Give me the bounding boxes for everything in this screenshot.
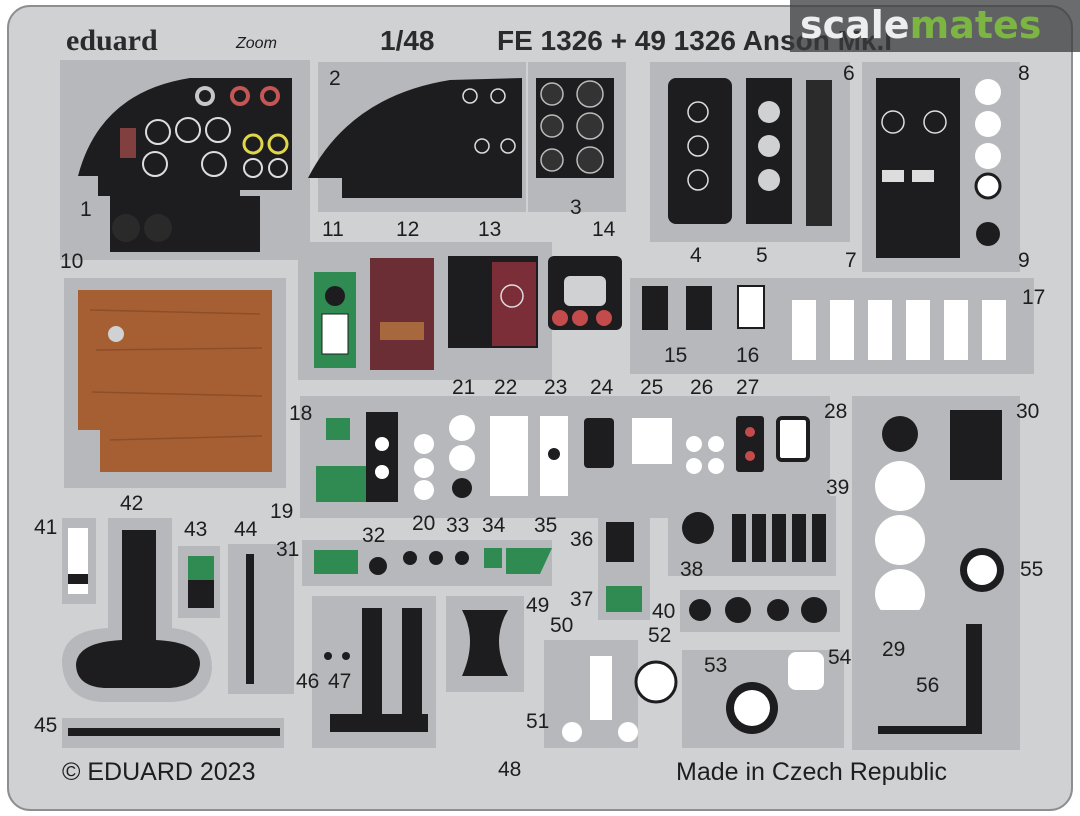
- part-label-37: 37: [570, 588, 593, 611]
- part-label-32: 32: [362, 524, 385, 547]
- part-label-4: 4: [690, 244, 702, 267]
- part-label-1: 1: [80, 198, 92, 221]
- part-label-7: 7: [845, 249, 857, 272]
- part-label-21: 21: [452, 376, 475, 399]
- footer: © EDUARD 2023 Made in Czech Republic: [62, 758, 947, 786]
- parts-31-35: [302, 540, 552, 586]
- parts-36-40: [598, 496, 840, 632]
- made-in-text: Made in Czech Republic: [676, 758, 947, 786]
- part-label-25: 25: [640, 376, 663, 399]
- brand-logo: eduard: [66, 24, 158, 57]
- part-label-49: 49: [526, 594, 549, 617]
- part-label-48: 48: [498, 758, 521, 781]
- parts-layer: [60, 60, 1034, 750]
- watermark-scale: scale: [800, 3, 910, 47]
- part-label-51: 51: [526, 710, 549, 733]
- parts-55-56: [852, 540, 1020, 750]
- parts-8-9: [862, 62, 1020, 272]
- parts-29-30: [852, 396, 1020, 632]
- part-label-15: 15: [664, 344, 687, 367]
- part-label-40: 40: [652, 600, 675, 623]
- part-label-29: 29: [882, 638, 905, 661]
- part-label-10: 10: [60, 250, 83, 273]
- parts-50-54: [544, 640, 844, 748]
- scalemates-watermark: scalemates: [790, 0, 1080, 52]
- part-label-34: 34: [482, 514, 506, 537]
- part-label-50: 50: [550, 614, 573, 637]
- part-label-55: 55: [1020, 558, 1043, 581]
- part-label-28: 28: [824, 400, 847, 423]
- part-label-24: 24: [590, 376, 614, 399]
- svg-text:scalemates: scalemates: [800, 3, 1041, 47]
- part-label-36: 36: [570, 528, 593, 551]
- part-label-6: 6: [843, 62, 855, 85]
- parts-15-17: [630, 278, 1034, 374]
- part-label-13: 13: [478, 218, 501, 241]
- part-label-53: 53: [704, 654, 727, 677]
- part-label-19: 19: [270, 500, 293, 523]
- part-label-35: 35: [534, 514, 557, 537]
- part-label-26: 26: [690, 376, 713, 399]
- part-label-44: 44: [234, 518, 258, 541]
- watermark-backdrop: [790, 0, 1080, 52]
- part-label-11: 11: [322, 218, 344, 241]
- part-label-27: 27: [736, 376, 759, 399]
- parts-11-14: [298, 242, 622, 380]
- parts-18-28: [300, 396, 830, 518]
- part-label-56: 56: [916, 674, 939, 697]
- part-number-labels: 1 2 3 4 5 6 7 8 9 10 11 12 13 14 15 16 1…: [34, 62, 1045, 781]
- part-label-16: 16: [736, 344, 759, 367]
- parts-41-45: [62, 518, 294, 748]
- part-1-instrument-panel: [60, 60, 310, 260]
- part-label-38: 38: [680, 558, 703, 581]
- part-label-3: 3: [570, 196, 582, 219]
- part-label-39: 39: [826, 476, 849, 499]
- part-label-45: 45: [34, 714, 57, 737]
- part-label-9: 9: [1018, 249, 1030, 272]
- part-label-54: 54: [828, 646, 852, 669]
- part-label-41: 41: [34, 516, 57, 539]
- part-label-12: 12: [396, 218, 419, 241]
- part-10-wood-floor: [64, 278, 286, 488]
- part-label-42: 42: [120, 492, 143, 515]
- part-label-22: 22: [494, 376, 517, 399]
- part-label-30: 30: [1016, 400, 1039, 423]
- part-label-14: 14: [592, 218, 616, 241]
- part-label-52: 52: [648, 624, 671, 647]
- copyright-text: © EDUARD 2023: [62, 758, 256, 786]
- part-49-bowtie: [446, 596, 524, 692]
- part-label-47: 47: [328, 670, 351, 693]
- part-label-5: 5: [756, 244, 768, 267]
- part-label-18: 18: [289, 402, 312, 425]
- part-label-8: 8: [1018, 62, 1030, 85]
- scale-label: 1/48: [380, 25, 435, 56]
- part-label-31: 31: [276, 538, 299, 561]
- part-2-side-panel: [308, 62, 526, 212]
- part-label-2: 2: [329, 67, 341, 90]
- brand-sub: Zoom: [235, 35, 277, 52]
- watermark-mates: mates: [910, 3, 1042, 47]
- part-label-20: 20: [412, 512, 435, 535]
- parts-4-7-panels: [650, 62, 850, 242]
- part-label-46: 46: [296, 670, 319, 693]
- part-label-23: 23: [544, 376, 567, 399]
- part-3-gauge-block: [528, 62, 626, 212]
- parts-46-48: [312, 596, 436, 748]
- part-label-17: 17: [1022, 286, 1045, 309]
- part-label-33: 33: [446, 514, 469, 537]
- part-label-43: 43: [184, 518, 207, 541]
